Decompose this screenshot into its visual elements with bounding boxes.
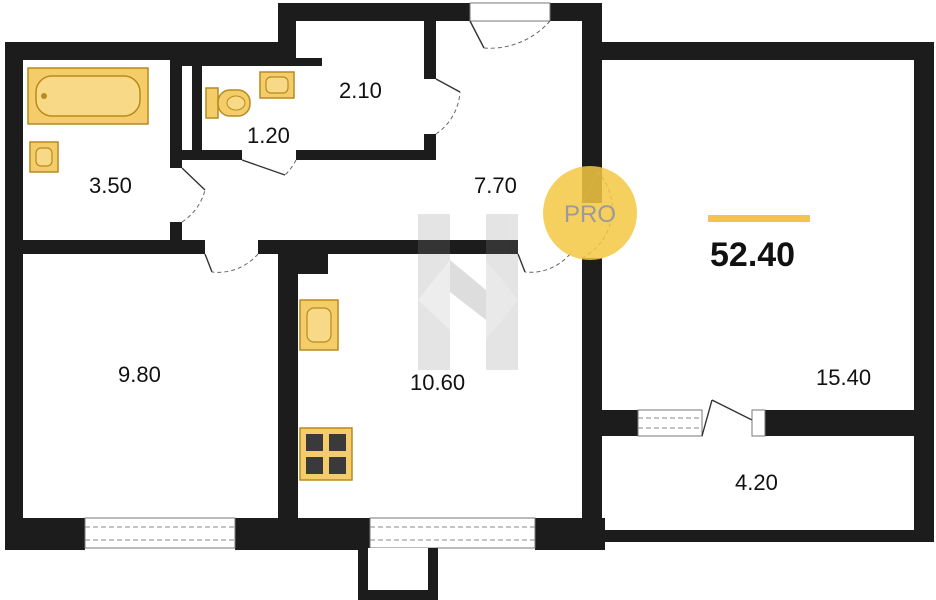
- room-area-closet: 2.10: [339, 78, 382, 103]
- walls: [5, 3, 934, 550]
- windows: [84, 2, 703, 549]
- room-area-bathroom: 3.50: [89, 173, 132, 198]
- total-area: 52.40: [710, 236, 795, 274]
- sink-icon: [299, 299, 339, 351]
- room-area-bedroom: 9.80: [118, 362, 161, 387]
- bedroom-door: [204, 253, 213, 273]
- fixtures: [27, 67, 353, 481]
- kitchen-bay: [358, 548, 438, 600]
- stove-icon: [299, 427, 353, 481]
- room-area-toilet: 1.20: [247, 123, 290, 148]
- room-area-kitchen: 10.60: [410, 370, 465, 395]
- bathroom-door: [181, 167, 206, 191]
- closet-door: [435, 78, 461, 93]
- entrance-door: [469, 20, 485, 49]
- room-area-balcony: 4.20: [735, 470, 778, 495]
- bathtub-icon: [27, 67, 149, 125]
- kitchen-door: [517, 253, 526, 273]
- balcony-door: [701, 399, 713, 437]
- accent-bar: [708, 215, 810, 222]
- logo-h-icon: [418, 214, 518, 370]
- total-area-block: 52.40: [708, 215, 810, 274]
- sink-icon: [29, 141, 59, 173]
- pro-badge: PRO: [543, 166, 637, 260]
- pro-text: PRO: [564, 201, 616, 228]
- room-area-hall: 7.70: [474, 173, 517, 198]
- room-area-living-room: 15.40: [816, 365, 871, 390]
- sink-icon: [259, 71, 295, 99]
- toilet-door: [241, 159, 286, 176]
- toilet-icon: [205, 87, 251, 119]
